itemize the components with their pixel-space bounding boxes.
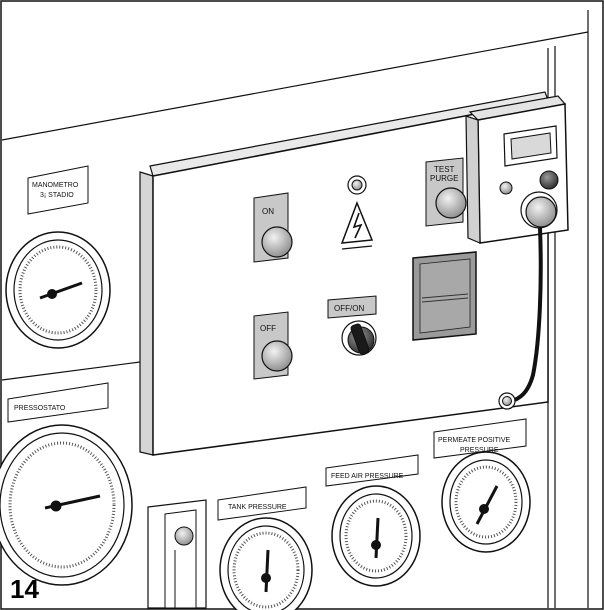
feed-air-pressure-needle <box>374 517 380 559</box>
off-button-group: OFF <box>253 311 293 380</box>
feed-air-pressure-label: FEED AIR PRESSURE <box>331 473 404 480</box>
on-button[interactable] <box>261 226 293 258</box>
permeate-pressure-gauge-group: PERMEATE POSITIVE PRESSURE <box>433 418 531 553</box>
test-label-line1: TEST <box>434 165 455 174</box>
off-on-label: OFF/ON <box>334 304 364 313</box>
test-label-line2: PURGE <box>430 174 458 183</box>
off-button[interactable] <box>261 340 293 372</box>
on-button-group: ON <box>253 192 293 263</box>
high-voltage-warning-icon <box>340 200 374 250</box>
controller-led <box>539 170 559 190</box>
manometro-label-line1: MANOMETRO <box>32 182 79 189</box>
tank-pressure-label: TANK PRESSURE <box>228 504 287 511</box>
controller-box <box>465 95 569 244</box>
figure-number: 14 <box>10 574 39 604</box>
permeate-pressure-dial <box>454 465 518 539</box>
selector-switch[interactable] <box>350 323 370 355</box>
indicator-lamp <box>347 175 367 195</box>
pressostato-label: PRESSOSTATO <box>14 405 66 412</box>
tank-pressure-gauge-group: TANK PRESSURE <box>217 486 313 610</box>
off-label: OFF <box>260 324 276 333</box>
main-switch-square <box>412 251 477 341</box>
cable <box>508 227 543 404</box>
test-purge-button[interactable] <box>435 187 467 219</box>
feed-air-pressure-gauge-group: FEED AIR PRESSURE <box>325 454 421 587</box>
cable-fitting <box>498 392 516 410</box>
sight-glass-column <box>147 499 207 609</box>
manometro-needle <box>39 281 83 300</box>
permeate-label-line1: PERMEATE POSITIVE <box>438 437 511 444</box>
off-on-selector-group: OFF/ON <box>327 295 377 356</box>
pressostato-gauge-group: PRESSOSTATO <box>0 382 133 586</box>
permeate-label-line2: PRESSURE <box>460 447 499 454</box>
small-indicator <box>499 181 513 195</box>
tank-pressure-needle <box>264 549 270 593</box>
test-purge-group: TEST PURGE <box>425 157 467 227</box>
controller-connector <box>525 196 557 228</box>
manometro-label-line2: 3¡ STADIO <box>40 192 74 199</box>
on-label: ON <box>262 207 274 216</box>
manometro-gauge-group: MANOMETRO 3¡ STADIO <box>5 165 111 349</box>
display-window <box>510 132 552 160</box>
